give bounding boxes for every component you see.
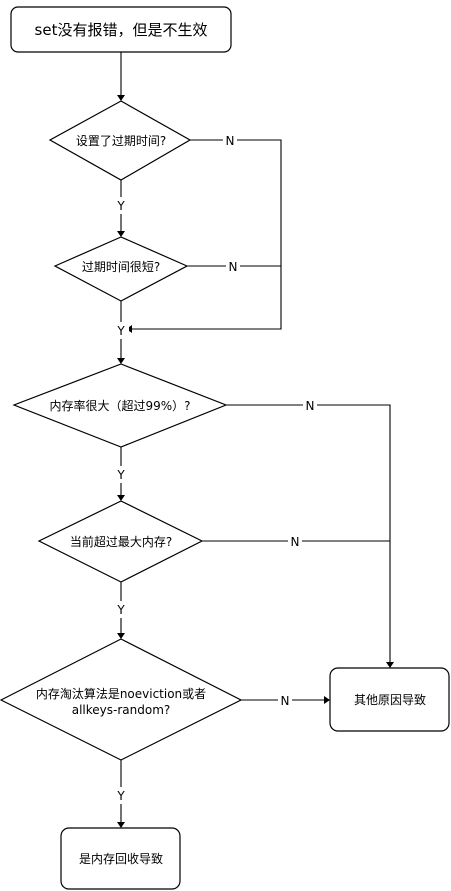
decision-eviction-policy-label-line2: allkeys-random? [72, 703, 171, 717]
decision-eviction-policy-label-line1: 内存淘汰算法是noeviction或者 [36, 686, 206, 701]
arrowhead [324, 696, 330, 704]
edge-mem-high-no [226, 404, 391, 662]
other-cause-node [329, 667, 450, 732]
edge-label-ttl-set-yes: Y [116, 199, 125, 213]
result-node [60, 827, 181, 890]
decision-ttl-set-label: 设置了过期时间? [76, 134, 166, 148]
decision-eviction-policy [0, 638, 243, 761]
decision-exceed-maxmemory-label: 当前超过最大内存? [70, 534, 172, 549]
decision-memory-usage-high [12, 363, 228, 448]
start-node-label: set没有报错，但是不生效 [35, 21, 208, 39]
edge-ttl-set-no [132, 139, 282, 330]
arrowhead [117, 822, 125, 828]
decision-ttl-set [48, 100, 192, 181]
edge-label-ttl-set-no: N [226, 134, 235, 148]
arrowhead [117, 633, 125, 639]
decision-ttl-short [53, 236, 189, 302]
edge-label-ttl-short-yes: Y [116, 324, 125, 338]
edge-label-mem-exceed-yes: Y [116, 603, 125, 617]
arrowhead [386, 662, 394, 668]
edge-label-ttl-short-no: N [229, 260, 238, 274]
edge-label-mem-exceed-no: N [291, 535, 300, 549]
decision-memory-usage-high-label: 内存率很大（超过99%）? [49, 398, 190, 413]
result-node-label: 是内存回收导致 [79, 852, 163, 866]
edge-label-mem-high-no: N [306, 399, 315, 413]
decision-ttl-short-label: 过期时间很短? [82, 260, 160, 274]
arrowhead [117, 95, 125, 101]
decision-exceed-maxmemory [37, 500, 204, 583]
start-node [10, 6, 232, 53]
edge-label-mem-high-yes: Y [116, 468, 125, 482]
edge-label-policy-yes: Y [116, 789, 125, 803]
other-cause-node-label: 其他原因导致 [354, 693, 426, 707]
edge-label-policy-no: N [281, 694, 290, 708]
arrowhead [117, 358, 125, 364]
arrowhead [117, 495, 125, 501]
arrowhead [117, 231, 125, 237]
